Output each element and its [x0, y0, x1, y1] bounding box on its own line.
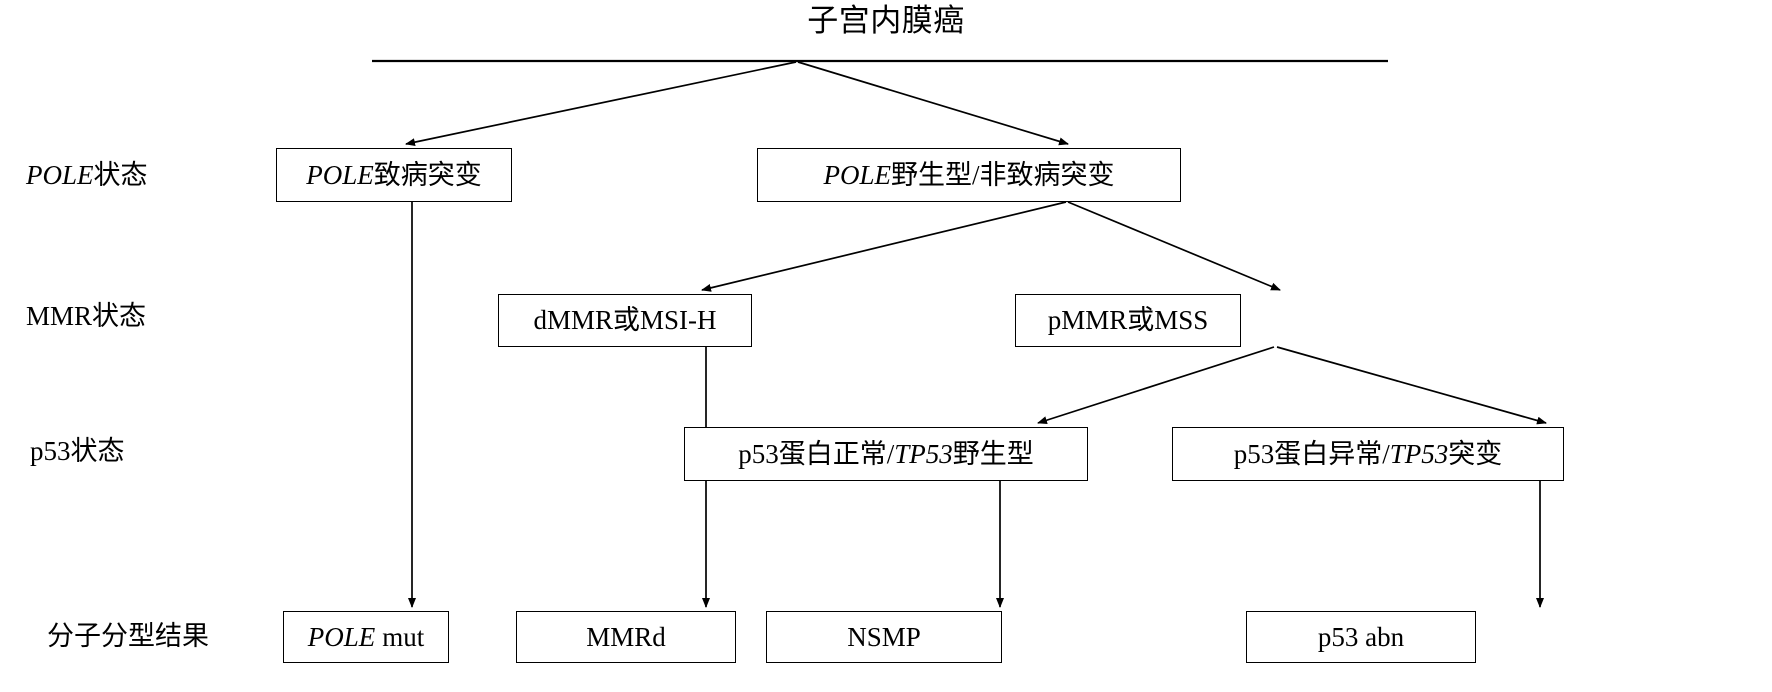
row-label-result: 分子分型结果	[47, 623, 209, 650]
node-pole-wt-text: 野生型/非致病突变	[890, 159, 1115, 190]
diagram-title: 子宫内膜癌	[807, 3, 965, 38]
node-pmmr-mss[interactable]: pMMR或MSS	[1015, 294, 1241, 347]
node-pole-wildtype[interactable]: POLE野生型/非致病突变	[757, 148, 1181, 202]
node-res-nsmp-text: NSMP	[847, 621, 921, 652]
row-label-mmr: MMR状态	[26, 303, 146, 330]
row-label-mmr-gene: MMR	[26, 301, 93, 331]
edge-pole-wt-to-pmmr	[1067, 201, 1281, 291]
row-label-mmr-suffix: 状态	[92, 301, 147, 331]
row-label-pole: POLE状态	[26, 162, 148, 189]
node-p53-normal-pre: p53蛋白正常/	[738, 438, 895, 469]
node-res-pole-text: mut	[382, 621, 425, 652]
node-result-mmrd[interactable]: MMRd	[516, 611, 736, 663]
node-dmmr-text: dMMR或MSI-H	[533, 305, 717, 335]
node-p53-abn-gene: TP53	[1389, 438, 1449, 469]
row-label-p53: p53状态	[30, 438, 125, 465]
node-result-p53-abn[interactable]: p53 abn	[1246, 611, 1476, 663]
row-label-pole-gene: POLE	[26, 160, 94, 190]
node-res-mmrd-text: MMRd	[586, 621, 666, 652]
row-label-result-text: 分子分型结果	[47, 621, 209, 651]
row-label-p53-gene: p53	[30, 436, 71, 466]
node-pole-mut-gene: POLE	[306, 159, 374, 190]
node-res-pole-gene: POLE	[307, 621, 376, 652]
node-p53-abnormal-tp53-mutation[interactable]: p53蛋白异常/TP53突变	[1172, 427, 1564, 481]
edge-pole-wt-to-dmmr	[701, 201, 1067, 292]
node-res-p53abn-text: p53 abn	[1317, 621, 1405, 652]
node-p53-normal-gene: TP53	[894, 438, 953, 469]
node-pole-pathogenic-mutation[interactable]: POLE致病突变	[276, 148, 512, 202]
edge-root-to-pole-wt	[797, 61, 1069, 146]
row-label-p53-suffix: 状态	[70, 436, 125, 466]
node-result-nsmp[interactable]: NSMP	[766, 611, 1002, 663]
edge-pmmr-to-p53-normal	[1037, 346, 1275, 425]
node-p53-abn-pre: p53蛋白异常/	[1233, 438, 1390, 469]
row-label-pole-suffix: 状态	[93, 160, 148, 190]
node-p53-abn-post: 突变	[1448, 438, 1503, 469]
node-p53-normal-tp53-wildtype[interactable]: p53蛋白正常/TP53野生型	[684, 427, 1088, 481]
edge-pmmr-to-p53-abnormal	[1276, 346, 1547, 425]
edge-root-to-pole-mut	[405, 61, 797, 147]
node-dmmr-msi-h[interactable]: dMMR或MSI-H	[498, 294, 752, 347]
node-pole-wt-gene: POLE	[823, 159, 891, 190]
node-pmmr-text: pMMR或MSS	[1047, 305, 1209, 335]
node-pole-mut-text: 致病突变	[373, 159, 482, 190]
node-p53-normal-post: 野生型	[952, 438, 1034, 469]
